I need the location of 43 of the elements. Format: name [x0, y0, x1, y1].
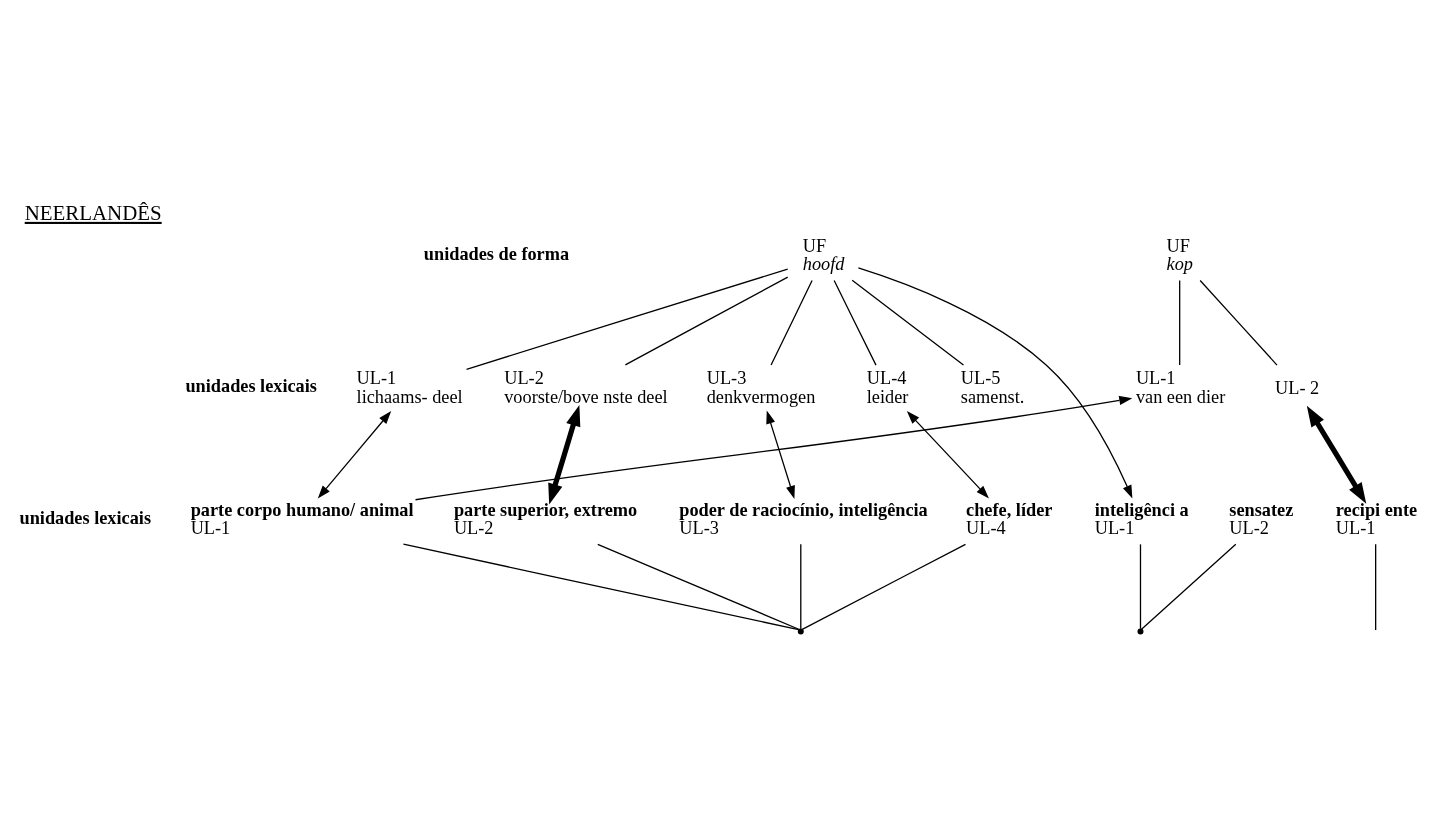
- arrow: [1306, 405, 1367, 504]
- arrow: [857, 266, 1133, 498]
- connector: [1140, 543, 1237, 630]
- connector: [800, 543, 802, 629]
- connector: [833, 279, 877, 366]
- arrow: [414, 395, 1133, 500]
- connector: [1179, 279, 1181, 366]
- arrow: [906, 410, 989, 498]
- node-text: UL-1 lichaams- deel: [356, 367, 463, 407]
- node-text: poder de raciocínio, inteligência UL-3: [679, 499, 928, 538]
- node-text: inteligênci a UL-1: [1094, 499, 1189, 538]
- node-text: sensatez UL-2: [1229, 499, 1294, 538]
- arrow: [766, 410, 795, 499]
- label: unidades de forma: [423, 243, 570, 264]
- connector: [465, 267, 789, 370]
- connector: [1139, 543, 1142, 629]
- node-text: UL-2 voorste/bove nste deel: [504, 367, 668, 407]
- node-text: UF hoofd: [802, 235, 845, 274]
- arrow: [548, 404, 581, 505]
- node-point: [797, 627, 804, 634]
- connector: [770, 279, 813, 366]
- node-text: chefe, líder UL-4: [966, 499, 1053, 538]
- node-text: UF kop: [1166, 235, 1194, 274]
- node-text: UL-4 leider: [866, 367, 909, 407]
- label: unidades lexicais: [19, 507, 152, 528]
- connector: [851, 279, 965, 366]
- node-text: parte superior, extremo UL-2: [453, 499, 638, 538]
- diagram-title: NEERLANDÊS: [24, 200, 162, 225]
- node-text: UL- 2: [1275, 377, 1320, 398]
- label: unidades lexicais: [185, 375, 317, 396]
- connector: [1199, 279, 1278, 366]
- connector: [801, 543, 967, 630]
- node-point: [1137, 627, 1144, 634]
- connector: [402, 543, 800, 630]
- connector: [1375, 543, 1377, 631]
- node-text: UL-3 denkvermogen: [706, 367, 816, 407]
- arrow: [317, 410, 392, 499]
- connector: [624, 275, 789, 366]
- connector: [597, 543, 800, 630]
- node-text: recipi ente UL-1: [1335, 499, 1418, 538]
- node-text: UL-5 samenst.: [960, 367, 1025, 407]
- node-text: parte corpo humano/ animal UL-1: [190, 499, 414, 538]
- node-text: UL-1 van een dier: [1135, 367, 1226, 407]
